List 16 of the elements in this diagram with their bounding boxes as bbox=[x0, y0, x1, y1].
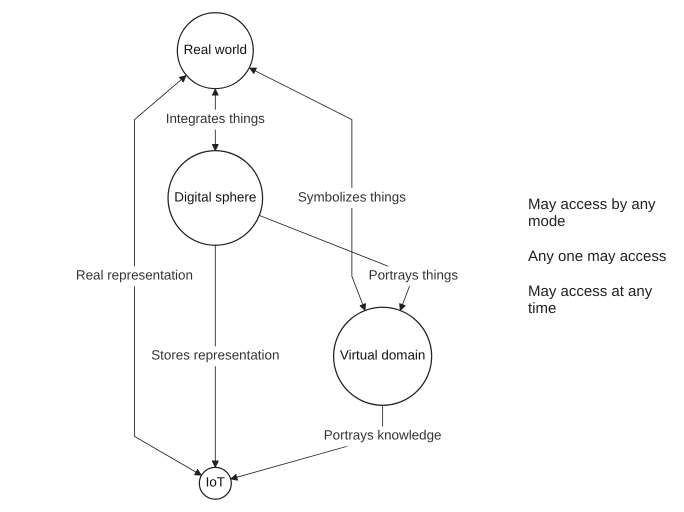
edge-label: Symbolizes things bbox=[298, 188, 406, 208]
circle-node: Real world bbox=[176, 12, 254, 90]
edge-label: Portrays knowledge bbox=[324, 426, 442, 446]
edge-label: Portrays things bbox=[368, 266, 458, 286]
note-text: Any one may access bbox=[528, 248, 668, 264]
circle-node: Digital sphere bbox=[167, 150, 264, 246]
circle-node: Virtual domain bbox=[332, 306, 432, 406]
arrow bbox=[134, 75, 202, 476]
circle-node: IoT bbox=[198, 466, 232, 500]
note-text: May access at any time bbox=[528, 282, 654, 316]
edge-label: Real representation bbox=[76, 266, 193, 286]
arrow bbox=[249, 68, 366, 311]
edge-label: Stores representation bbox=[151, 346, 280, 366]
arrow bbox=[212, 244, 219, 468]
note-text: May access by any mode bbox=[528, 196, 657, 230]
edge-label: Integrates things bbox=[166, 110, 265, 130]
